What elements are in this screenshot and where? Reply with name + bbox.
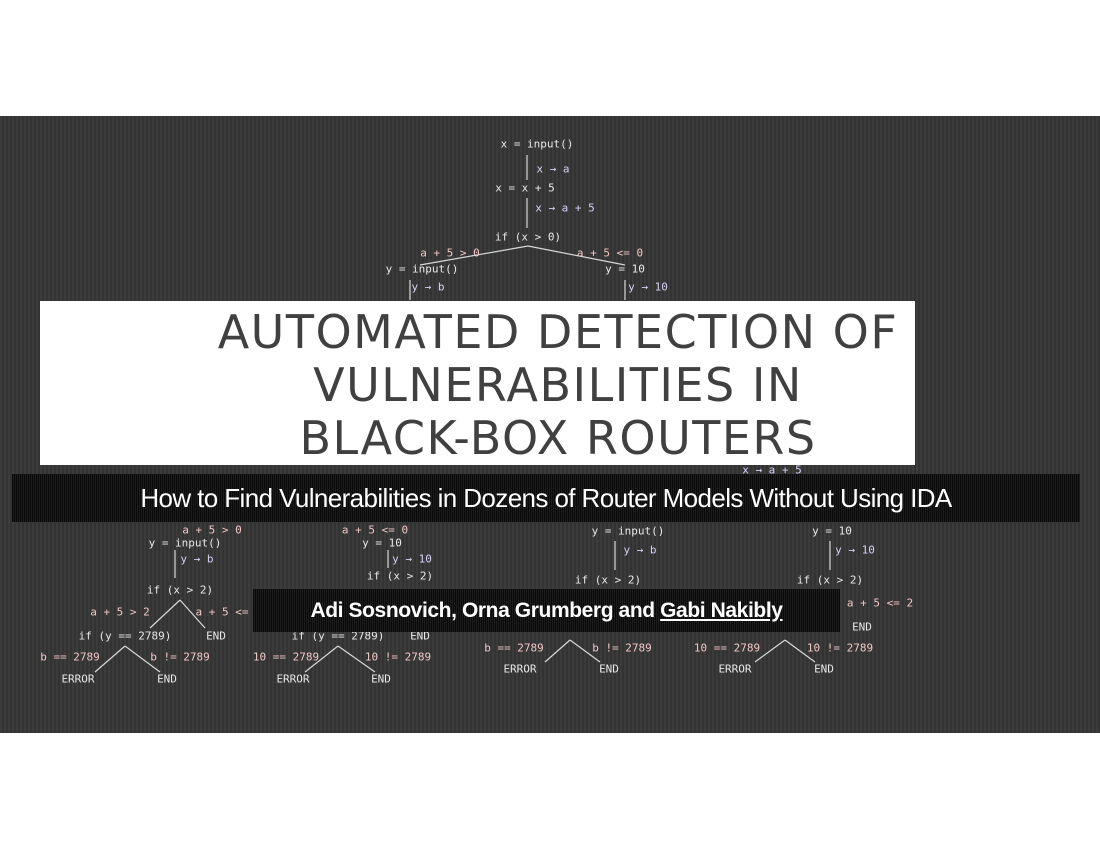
tree-node-label: a + 5 > 0 xyxy=(420,246,480,260)
tree-node-label: if (x > 2) xyxy=(796,573,864,587)
tree-arrow xyxy=(527,245,626,266)
tree-node-label: y → 10 xyxy=(628,280,668,294)
tree-node-label: x = input() xyxy=(500,137,574,151)
tree-node-label: if (y == 2789) xyxy=(78,629,172,643)
tree-node-label: x = x + 5 xyxy=(495,181,555,195)
tree-node-label: y → b xyxy=(623,543,657,557)
author-link[interactable]: Gabi Nakibly xyxy=(660,598,783,622)
tree-arrow xyxy=(179,599,206,629)
tree-node-label: 10 == 2789 xyxy=(693,641,761,655)
tree-node-label: END xyxy=(410,629,430,643)
tree-node-label: y = 10 xyxy=(812,524,852,538)
tree-node-label: x → a + 5 xyxy=(535,201,595,215)
title-band xyxy=(40,301,915,465)
tree-node-label: x → a xyxy=(536,162,570,176)
tree-node-label: y = input() xyxy=(148,536,222,550)
tree-node-label: y = 10 xyxy=(605,262,645,276)
tree-node-label: if (x > 2) xyxy=(574,573,642,587)
tree-node-label: if (x > 2) xyxy=(366,569,434,583)
tree-node-label: ERROR xyxy=(718,662,752,676)
tree-node-label: b != 2789 xyxy=(150,650,210,664)
tree-arrow xyxy=(149,599,181,629)
tree-node-label: y = 10 xyxy=(362,536,402,550)
tree-node-label: END xyxy=(157,672,177,686)
tree-node-label: b == 2789 xyxy=(484,641,544,655)
tree-node-label: a + 5 > 0 xyxy=(182,523,242,537)
tree-node-label: ERROR xyxy=(61,672,95,686)
tree-node-label: y = input() xyxy=(385,262,459,276)
tree-node-label: if (x > 2) xyxy=(146,583,214,597)
tree-node-label: y → 10 xyxy=(392,552,432,566)
tree-node-label: if (y == 2789) xyxy=(291,629,385,643)
tree-arrow xyxy=(419,245,529,266)
tree-node-label: END xyxy=(599,662,619,676)
tree-node-label: END xyxy=(814,662,834,676)
tree-node-label: if (x > 0) xyxy=(494,230,562,244)
tree-arrow xyxy=(754,639,786,663)
tree-node-label: x → a + 5 xyxy=(742,463,802,477)
tree-node-label: a + 5 > 2 xyxy=(90,605,150,619)
subtitle-box: How to Find Vulnerabilities in Dozens of… xyxy=(12,474,1080,522)
tree-node-label: a + 5 <= xyxy=(195,605,249,619)
tree-node-label: b == 2789 xyxy=(40,650,100,664)
tree-arrow xyxy=(569,639,601,663)
tree-arrow xyxy=(304,645,339,673)
authors: Adi Sosnovich, Orna Grumberg and Gabi Na… xyxy=(310,598,783,623)
slide-title: AUTOMATED DETECTION OF VULNERABILITIES I… xyxy=(0,306,1100,465)
tree-node-label: y → b xyxy=(180,552,214,566)
tree-node-label: END xyxy=(852,620,872,634)
tree-node-label: END xyxy=(206,629,226,643)
tree-node-label: a + 5 <= 0 xyxy=(576,246,644,260)
slide-subtitle: How to Find Vulnerabilities in Dozens of… xyxy=(140,482,952,513)
tree-arrow xyxy=(784,639,816,663)
tree-node-label: ERROR xyxy=(503,662,537,676)
tree-arrow xyxy=(544,639,571,663)
authors-text: Adi Sosnovich, Orna Grumberg and xyxy=(310,598,661,622)
tree-arrow xyxy=(124,645,161,673)
tree-node-label: END xyxy=(371,672,391,686)
tree-node-label: y → b xyxy=(411,280,445,294)
tree-arrow xyxy=(94,645,126,673)
tree-node-label: 10 != 2789 xyxy=(364,650,432,664)
tree-node-label: a + 5 <= 0 xyxy=(341,523,409,537)
tree-node-label: ERROR xyxy=(276,672,310,686)
title-line: AUTOMATED DETECTION OF xyxy=(217,305,899,359)
authors-box: Adi Sosnovich, Orna Grumberg and Gabi Na… xyxy=(253,589,840,632)
tree-node-label: 10 == 2789 xyxy=(252,650,320,664)
tree-node-label: y = input() xyxy=(591,524,665,538)
tree-node-label: 10 != 2789 xyxy=(806,641,874,655)
tree-arrow xyxy=(337,645,376,673)
title-line: BLACK-BOX ROUTERS xyxy=(299,411,817,465)
title-line: VULNERABILITIES IN xyxy=(313,358,803,412)
tree-node-label: b != 2789 xyxy=(592,641,652,655)
tree-node-label: a + 5 <= 2 xyxy=(846,596,914,610)
tree-node-label: y → 10 xyxy=(835,543,875,557)
